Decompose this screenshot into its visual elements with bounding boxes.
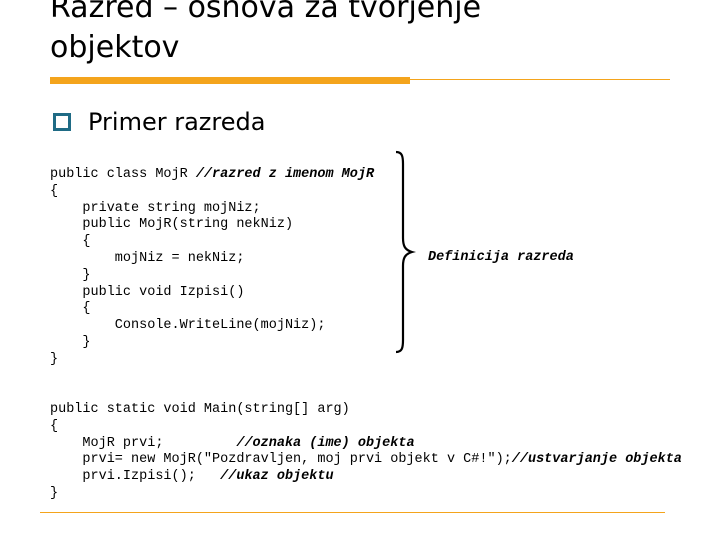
code-comment: //ukaz objektu — [220, 469, 334, 485]
code-line: Console.WriteLine(mojNiz); — [50, 318, 374, 335]
code-line: } — [50, 352, 374, 369]
code-text: public static void Main(string[] arg) — [50, 402, 350, 417]
code-line: { — [50, 301, 374, 318]
code-text: { — [50, 183, 59, 199]
code-comment: //ustvarjanje objekta — [511, 452, 682, 468]
code-line: public void Izpisi() — [50, 285, 374, 302]
title-line-1: Razred – osnova za tvorjenje — [50, 0, 482, 25]
code-line: } — [50, 486, 682, 503]
code-text: prvi.Izpisi(); — [50, 469, 221, 485]
code-text: mojNiz = nekNiz; — [50, 250, 245, 266]
code-line: { — [50, 419, 682, 436]
code-text: { — [50, 234, 91, 250]
main-code-block: public static void Main(string[] arg){ M… — [50, 402, 682, 503]
code-text: prvi= new MojR("Pozdravljen, moj prvi ob… — [50, 452, 512, 468]
code-comment: //razred z imenom MojR — [195, 167, 375, 182]
code-line: public class MojR //razred z imenom MojR — [50, 167, 374, 184]
code-text: { — [50, 301, 91, 317]
code-text: } — [50, 267, 91, 283]
code-line: } — [50, 335, 374, 352]
code-line: } — [50, 268, 374, 285]
title-line-2: objektov — [50, 30, 180, 65]
code-text: { — [50, 418, 59, 434]
bullet-text: Primer razreda — [88, 108, 266, 136]
code-comment: //oznaka (ime) objekta — [236, 435, 415, 451]
title-underline-thick — [50, 77, 410, 84]
title-underline — [50, 77, 670, 84]
code-line: { — [50, 234, 374, 251]
code-line: prvi= new MojR("Pozdravljen, moj prvi ob… — [50, 452, 682, 469]
code-text: Console.WriteLine(mojNiz); — [50, 318, 326, 334]
code-text: public MojR(string nekNiz) — [50, 217, 294, 233]
code-text: } — [50, 334, 91, 350]
code-line: public static void Main(string[] arg) — [50, 402, 682, 419]
code-line: mojNiz = nekNiz; — [50, 251, 374, 268]
code-text: } — [50, 485, 59, 501]
square-bullet-icon — [53, 113, 71, 131]
code-text: } — [50, 351, 59, 367]
class-code-block: public class MojR //razred z imenom MojR… — [50, 167, 374, 369]
code-text: MojR prvi; — [50, 435, 237, 451]
title-underline-thin — [410, 79, 670, 80]
code-line: private string mojNiz; — [50, 201, 374, 218]
slide-title: Razred – osnova za tvorjenje objektov — [50, 0, 710, 68]
brace-label: Definicija razreda — [428, 250, 574, 265]
right-brace-icon — [395, 150, 416, 354]
code-text: public void Izpisi() — [50, 284, 245, 300]
code-line: prvi.Izpisi(); //ukaz objektu — [50, 469, 682, 486]
code-line: public MojR(string nekNiz) — [50, 217, 374, 234]
code-text: public class MojR — [50, 167, 196, 182]
bottom-divider — [40, 512, 665, 513]
code-line: { — [50, 184, 374, 201]
code-text: private string mojNiz; — [50, 200, 261, 216]
code-line: MojR prvi; //oznaka (ime) objekta — [50, 436, 682, 453]
